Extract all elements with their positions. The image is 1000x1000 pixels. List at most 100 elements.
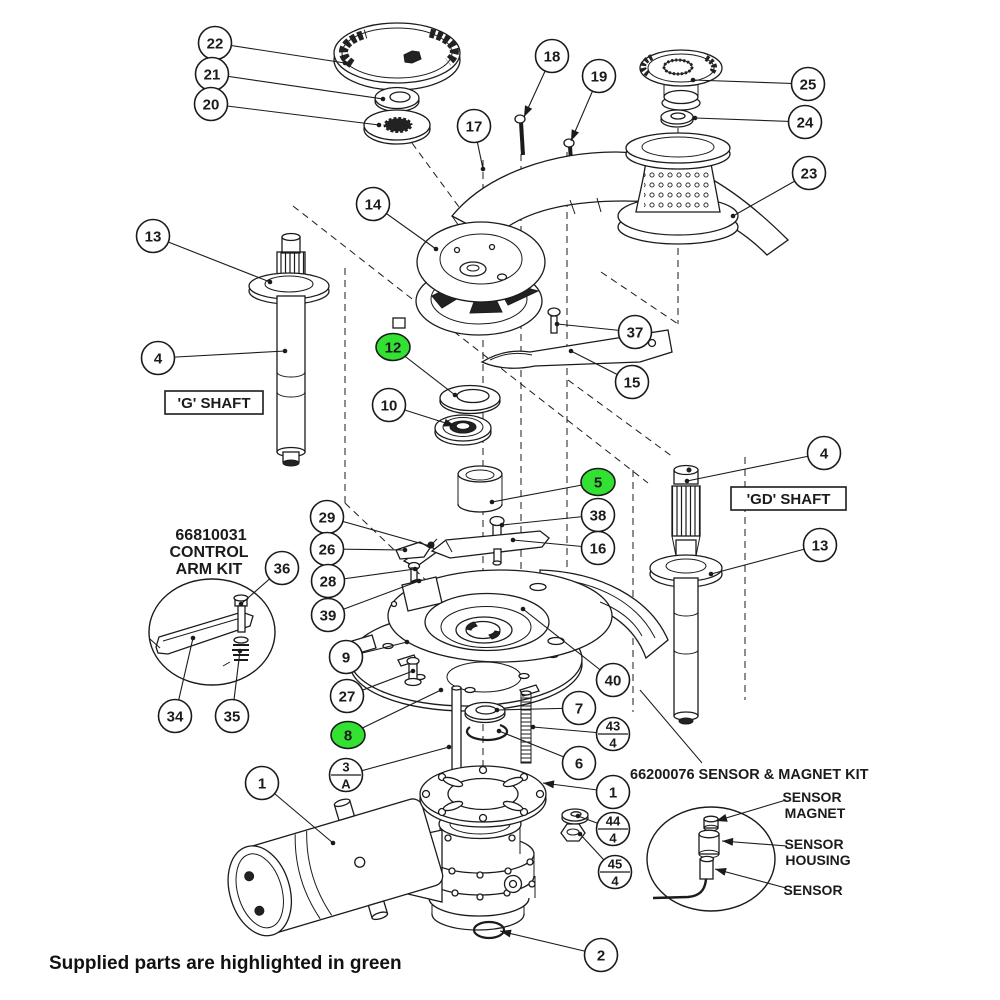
svg-text:'G' SHAFT: 'G' SHAFT	[178, 395, 251, 412]
callout-20-2: 20	[193, 86, 382, 128]
callout-44-4-38: 444	[575, 811, 631, 847]
svg-text:39: 39	[320, 608, 337, 625]
threaded-stud	[520, 690, 532, 764]
callout-43-4-34: 434	[530, 716, 631, 752]
callout-10-15: 10	[371, 387, 456, 427]
callout-3-A-29: 3A	[328, 744, 452, 793]
svg-text:6: 6	[575, 756, 583, 773]
callout-13-31: 13	[708, 527, 838, 577]
callout-26-20: 26	[309, 531, 408, 567]
diagram-text-6: SENSOR	[784, 836, 843, 852]
stripper-bolt	[547, 307, 561, 334]
svg-text:37: 37	[627, 325, 644, 342]
callout-27-27: 27	[329, 668, 416, 714]
svg-text:4: 4	[154, 351, 163, 368]
wedge-key	[395, 541, 431, 560]
bearing	[434, 414, 492, 446]
callout-14-9: 14	[355, 186, 439, 252]
svg-text:13: 13	[812, 538, 829, 555]
callout-21-1: 21	[194, 56, 386, 102]
svg-text:26: 26	[319, 542, 336, 559]
diagram-text-5: MAGNET	[785, 805, 846, 821]
svg-text:9: 9	[342, 650, 350, 667]
callout-8-28: 8	[330, 687, 444, 750]
svg-text:CONTROL: CONTROL	[169, 544, 248, 561]
svg-text:1: 1	[609, 785, 617, 802]
svg-text:19: 19	[591, 69, 608, 86]
callout-9-26: 9	[328, 639, 410, 675]
svg-text:A: A	[341, 777, 351, 792]
gypsy-deck	[387, 569, 669, 663]
svg-text:4: 4	[611, 874, 619, 889]
screw-18	[514, 114, 526, 156]
callout-40-32: 40	[520, 606, 631, 698]
callout-39-22: 39	[310, 578, 422, 633]
callout-2-40: 2	[499, 929, 619, 973]
svg-text:27: 27	[339, 689, 356, 706]
svg-text:45: 45	[608, 857, 622, 872]
svg-text:25: 25	[800, 77, 817, 94]
callout-45-4-39: 45 4	[577, 831, 633, 890]
svg-text:34: 34	[167, 709, 184, 726]
svg-text:44: 44	[606, 814, 621, 829]
svg-text:SENSOR: SENSOR	[782, 789, 841, 805]
svg-text:18: 18	[544, 49, 561, 66]
o-ring	[472, 920, 506, 940]
svg-text:SENSOR: SENSOR	[783, 882, 842, 898]
svg-text:20: 20	[203, 97, 220, 114]
callout-4-11: 4	[140, 340, 288, 376]
svg-text:7: 7	[575, 701, 583, 718]
callout-18-3: 18	[523, 38, 570, 118]
callout-36-23: 36	[238, 550, 300, 607]
svg-text:2: 2	[597, 948, 605, 965]
svg-text:40: 40	[605, 673, 622, 690]
shaft-label-1: 'GD' SHAFT	[730, 486, 847, 511]
svg-text:HOUSING: HOUSING	[785, 852, 850, 868]
thrust-ring	[439, 384, 501, 415]
svg-text:16: 16	[590, 541, 607, 558]
svg-text:24: 24	[797, 115, 814, 132]
svg-text:43: 43	[606, 719, 620, 734]
svg-text:10: 10	[381, 398, 398, 415]
svg-text:'GD' SHAFT: 'GD' SHAFT	[747, 491, 831, 508]
svg-text:15: 15	[624, 375, 641, 392]
sensor-kit-detail	[646, 806, 776, 912]
callout-35-25: 35	[214, 648, 250, 734]
gd-shaft	[649, 464, 723, 725]
mounting-ring	[419, 765, 547, 828]
svg-text:MAGNET: MAGNET	[785, 805, 846, 821]
callout-4-30: 4	[684, 435, 842, 484]
svg-text:12: 12	[385, 340, 402, 357]
svg-text:35: 35	[224, 709, 241, 726]
callout-13-10: 13	[135, 218, 273, 285]
svg-text:13: 13	[145, 229, 162, 246]
callout-38-17: 38	[499, 497, 616, 533]
drum-washer	[660, 109, 694, 128]
chain-wheel-cap	[333, 22, 461, 91]
gearbox	[404, 808, 536, 931]
svg-text:1: 1	[258, 776, 266, 793]
motor	[227, 798, 444, 937]
sensor-magnet	[703, 815, 719, 832]
svg-text:4: 4	[609, 831, 617, 846]
label-arrow-0	[715, 799, 787, 822]
callout-23-8: 23	[730, 155, 827, 219]
svg-text:14: 14	[365, 197, 382, 214]
svg-text:29: 29	[319, 510, 336, 527]
callout-22-0: 22	[197, 25, 348, 66]
svg-text:36: 36	[274, 561, 291, 578]
diagram-text-7: HOUSING	[785, 852, 850, 868]
svg-text:ARM KIT: ARM KIT	[176, 561, 243, 578]
svg-text:SENSOR: SENSOR	[784, 836, 843, 852]
label-arrow-2	[714, 868, 787, 889]
svg-text:22: 22	[207, 36, 224, 53]
circlip	[465, 723, 509, 742]
svg-text:66200076 SENSOR & MAGNET KIT: 66200076 SENSOR & MAGNET KIT	[630, 767, 869, 783]
diagram-text-3: 66200076 SENSOR & MAGNET KIT	[630, 767, 869, 783]
spacer-bushing	[457, 465, 503, 513]
callout-24-7: 24	[692, 104, 823, 140]
drum-cap	[639, 49, 723, 111]
flat-washer	[561, 808, 589, 825]
